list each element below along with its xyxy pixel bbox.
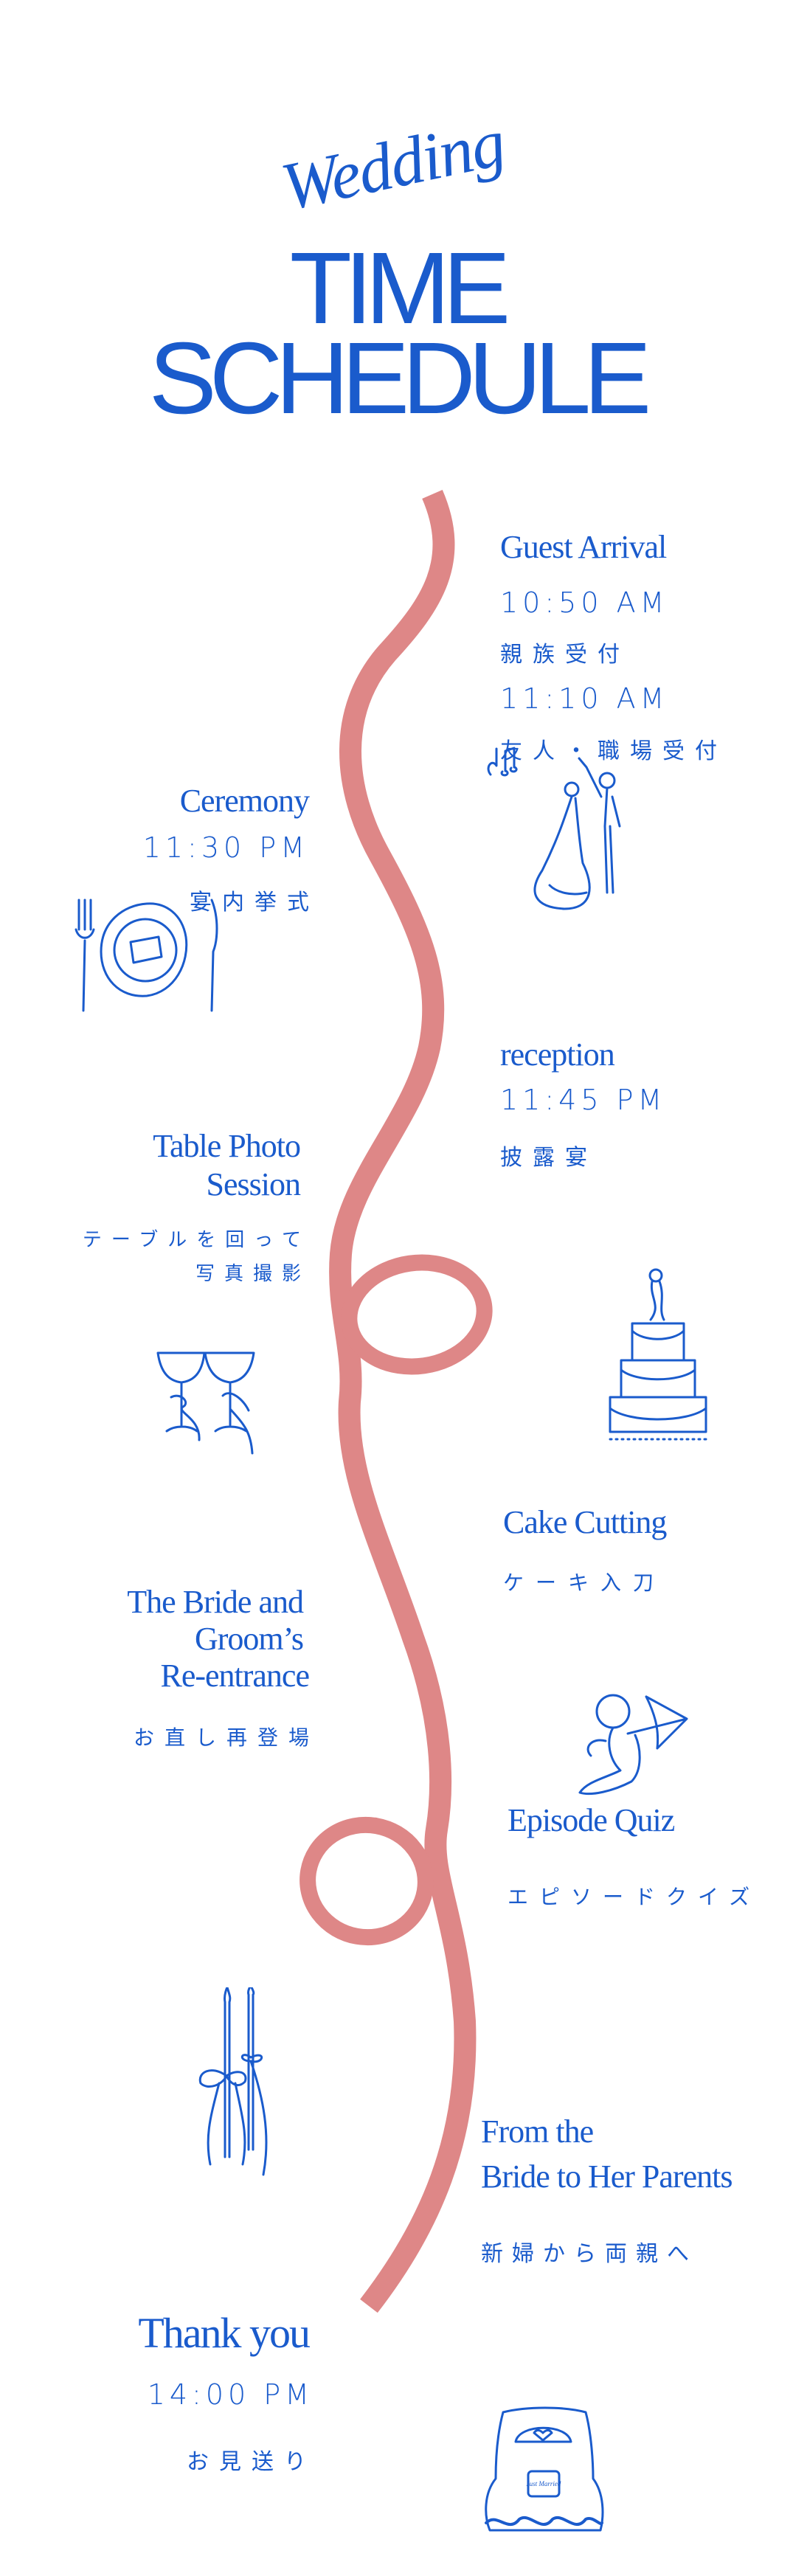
event-jp-guest-arrival-1: 親族受付 bbox=[500, 642, 630, 668]
event-jp-ceremony: 宴内挙式 bbox=[190, 890, 319, 915]
event-jp-table-photo-1: テーブルを回って bbox=[82, 1229, 311, 1251]
title-line-1: TIME bbox=[289, 232, 511, 345]
event-time-guest-arrival-1: 10:50 AM bbox=[500, 586, 669, 619]
event-jp-table-photo-2: 写真撮影 bbox=[195, 1263, 311, 1285]
event-title-thank-you: Thank you bbox=[138, 2309, 311, 2357]
ribbon-loop-2 bbox=[299, 1816, 434, 1946]
event-title-table-photo-2: Session bbox=[206, 1166, 301, 1202]
place-setting-illustration bbox=[75, 899, 218, 1012]
event-time-guest-arrival-2: 11:10 AM bbox=[500, 682, 669, 715]
title-line-2: SCHEDULE bbox=[148, 322, 652, 435]
event-title-reentrance-2: Groom’s bbox=[195, 1621, 304, 1657]
event-title-reentrance-3: Re-entrance bbox=[160, 1658, 310, 1694]
dancing-couple-illustration bbox=[487, 747, 621, 910]
event-title-cake-cutting: Cake Cutting bbox=[503, 1504, 667, 1540]
music-notes-icon bbox=[487, 747, 518, 777]
event-jp-guest-arrival-2: 友人・職場受付 bbox=[500, 738, 727, 764]
event-title-table-photo-1: Table Photo bbox=[153, 1128, 301, 1164]
wedding-cake-illustration bbox=[609, 1268, 707, 1441]
candles-illustration bbox=[198, 1987, 268, 2176]
event-time-reception: 11:45 PM bbox=[500, 1084, 667, 1116]
event-jp-reentrance: お直し再登場 bbox=[133, 1725, 319, 1750]
champagne-glasses-illustration bbox=[156, 1351, 255, 1455]
car-sign-text: Just Married bbox=[527, 2480, 561, 2487]
event-jp-thank-you: お見送り bbox=[187, 2449, 316, 2475]
ribbon-loop-1 bbox=[341, 1254, 493, 1375]
event-jp-episode-quiz: エピソードクイズ bbox=[508, 1885, 761, 1909]
event-title-letter-2: Bride to Her Parents bbox=[481, 2158, 733, 2195]
cupid-illustration bbox=[578, 1694, 688, 1796]
event-title-letter-1: From the bbox=[481, 2113, 594, 2150]
event-title-reception: reception bbox=[500, 1036, 615, 1073]
event-title-ceremony: Ceremony bbox=[179, 783, 310, 819]
event-jp-letter: 新婦から両親へ bbox=[481, 2241, 698, 2267]
just-married-car-illustration: Just Married bbox=[485, 2406, 604, 2532]
event-jp-cake-cutting: ケーキ入刀 bbox=[503, 1571, 666, 1595]
event-title-guest-arrival: Guest Arrival bbox=[500, 529, 667, 565]
ribbon-main bbox=[329, 490, 477, 2313]
event-title-episode-quiz: Episode Quiz bbox=[508, 1802, 675, 1838]
event-time-ceremony: 11:30 PM bbox=[142, 831, 309, 864]
event-jp-reception: 披露宴 bbox=[500, 1145, 598, 1171]
event-title-reentrance-1: The Bride and bbox=[127, 1584, 304, 1620]
event-time-thank-you: 14:00 PM bbox=[147, 2378, 314, 2411]
